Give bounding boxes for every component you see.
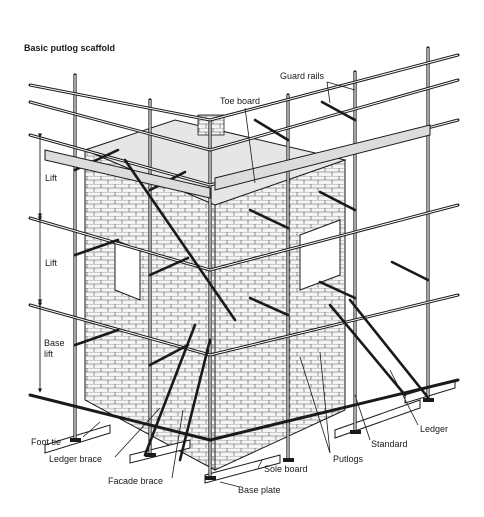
label-toe-board: Toe board — [220, 96, 260, 106]
label-sole-board: Sole board — [264, 464, 308, 474]
toe-boards — [44, 124, 431, 199]
facade-brace — [123, 158, 237, 322]
label-lift-upper: Lift — [45, 173, 58, 183]
base-plate — [205, 476, 216, 480]
label-base-plate: Base plate — [238, 485, 281, 495]
label-base-lift-2: lift — [44, 349, 53, 359]
toe-board — [214, 124, 431, 191]
label-guard-rails: Guard rails — [280, 71, 325, 81]
label-facade-brace: Facade brace — [108, 476, 163, 486]
leader-lines — [82, 81, 419, 488]
braces — [123, 158, 432, 462]
label-putlogs: Putlogs — [333, 454, 364, 464]
label-foot-tie: Foot tie — [31, 437, 61, 447]
label-ledger-brace: Ledger brace — [49, 454, 102, 464]
label-base-lift-1: Base — [44, 338, 65, 348]
putlogs — [73, 100, 430, 367]
label-lift-middle: Lift — [45, 258, 58, 268]
diagram-title: Basic putlog scaffold — [24, 43, 115, 53]
label-standard: Standard — [371, 439, 408, 449]
label-ledger: Ledger — [420, 424, 448, 434]
ledger-brace — [143, 323, 197, 457]
